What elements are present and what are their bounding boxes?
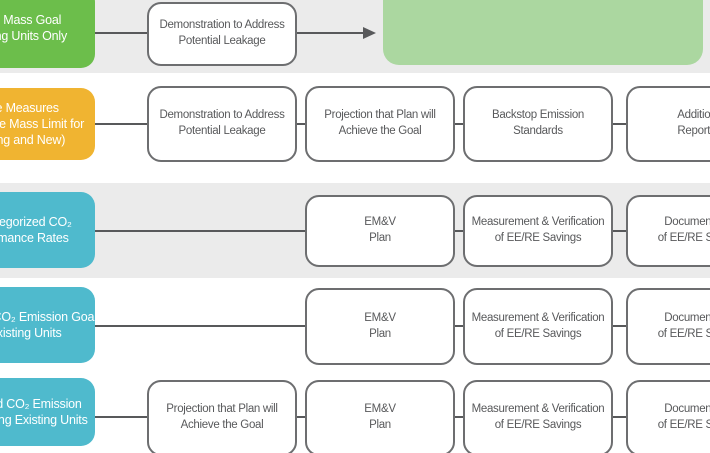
connector-line: [95, 32, 147, 34]
flow-box: Documentation of EE/RE Savings: [626, 380, 710, 453]
plan-type-label-statewide-goal: Statewide CO₂ Emission Goal for Existing…: [0, 287, 97, 363]
connector-stub: [297, 416, 305, 418]
connector-line: [95, 325, 305, 327]
plan-type-label-mass-goal: State Mass Goal Existing Units Only: [0, 0, 95, 68]
connector-stub: [613, 325, 626, 327]
connector-stub: [455, 325, 463, 327]
connector-stub: [613, 416, 626, 418]
connector-stub: [455, 416, 463, 418]
flow-box: Backstop Emission Standards: [463, 86, 613, 162]
flow-box: Measurement & Verification of EE/RE Savi…: [463, 288, 613, 365]
flow-box: EM&V Plan: [305, 195, 455, 267]
flow-box: Demonstration to Address Potential Leaka…: [147, 2, 297, 66]
connector-stub: [455, 230, 463, 232]
flow-box: EM&V Plan: [305, 288, 455, 365]
highlight-box: [383, 0, 703, 65]
plan-type-label-state-measures: State Measures (Statewide Mass Limit for…: [0, 88, 95, 160]
connector-line: [95, 416, 147, 418]
arrow-line: [297, 32, 363, 34]
arrowhead-icon: [363, 27, 376, 39]
connector-stub: [613, 123, 626, 125]
flow-box: Projection that Plan will Achieve the Go…: [147, 380, 297, 453]
flow-box: Documentation of EE/RE Savings: [626, 288, 710, 365]
flow-box: EM&V Plan: [305, 380, 455, 453]
flow-box: Demonstration to Address Potential Leaka…: [147, 86, 297, 162]
plan-type-label-averaged-rate: Averaged CO₂ Emission Rate among Existin…: [0, 378, 95, 446]
flow-box: Projection that Plan will Achieve the Go…: [305, 86, 455, 162]
plan-type-label-subcategorized-rates: Subcategorized CO₂ Performance Rates: [0, 192, 95, 268]
connector-stub: [297, 123, 305, 125]
flow-box: Documentation of EE/RE Savings: [626, 195, 710, 267]
flow-box: Additional Reporting: [626, 86, 710, 162]
flow-box: Measurement & Verification of EE/RE Savi…: [463, 380, 613, 453]
flow-box: Measurement & Verification of EE/RE Savi…: [463, 195, 613, 267]
connector-stub: [613, 230, 626, 232]
connector-stub: [455, 123, 463, 125]
connector-line: [95, 123, 147, 125]
connector-line: [95, 230, 305, 232]
